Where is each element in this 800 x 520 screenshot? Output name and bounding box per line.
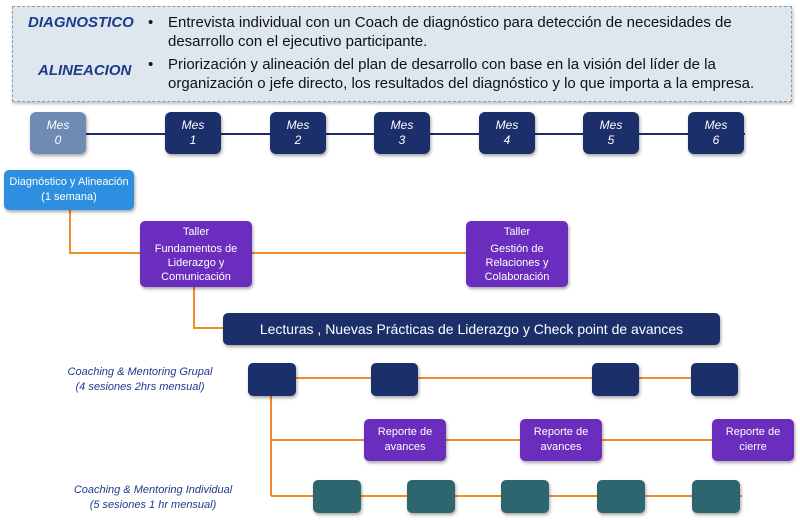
month-number: 3 <box>398 133 406 147</box>
taller-line2: Liderazgo y <box>167 257 225 269</box>
month-number: 2 <box>294 133 302 147</box>
taller-title: Taller <box>503 226 531 238</box>
individual-caption-line1: Coaching & Mentoring Individual <box>73 484 233 496</box>
month-number: 0 <box>54 133 62 147</box>
month-label: Mes <box>286 118 310 132</box>
individual-caption-line2: (5 sesiones 1 hr mensual) <box>89 499 217 511</box>
grupal-caption-line2: (4 sesiones 2hrs mensual) <box>75 381 205 393</box>
reporte-avances-1: Reporte de avances <box>364 419 446 461</box>
month-4: Mes 4 <box>479 112 535 154</box>
taller-title: Taller <box>182 226 210 238</box>
lecturas-bar: Lecturas , Nuevas Prácticas de Liderazgo… <box>223 313 720 345</box>
reporte-line2: avances <box>540 441 582 453</box>
individual-session-5 <box>692 480 740 513</box>
reporte-line1: Reporte de <box>533 426 589 438</box>
bullet-dot: • <box>148 14 154 31</box>
taller-line2: Relaciones y <box>485 257 549 269</box>
connector-taller-lecturas <box>193 287 223 329</box>
taller-gestion-box: Taller Gestión de Relaciones y Colaborac… <box>466 221 568 287</box>
month-label: Mes <box>181 118 205 132</box>
grupal-session-1 <box>248 363 296 396</box>
month-label: Mes <box>704 118 728 132</box>
diagnostico-box-line1: Diagnóstico y Alineación <box>9 176 129 188</box>
individual-session-2 <box>407 480 455 513</box>
month-label: Mes <box>495 118 519 132</box>
individual-session-4 <box>597 480 645 513</box>
grupal-session-2 <box>371 363 418 396</box>
diagnostico-alineacion-box: Diagnóstico y Alineación (1 semana) <box>4 170 134 210</box>
grupal-caption-line1: Coaching & Mentoring Grupal <box>67 366 213 378</box>
diagnostico-label: DIAGNOSTICO <box>28 14 134 31</box>
reporte-line1: Reporte de <box>377 426 433 438</box>
bullet-diagnostico-text: Entrevista individual con un Coach de di… <box>168 14 732 50</box>
month-label: Mes <box>599 118 623 132</box>
header-panel <box>12 6 792 102</box>
month-3: Mes 3 <box>374 112 430 154</box>
month-number: 1 <box>189 133 197 147</box>
month-number: 6 <box>712 133 720 147</box>
taller-line3: Colaboración <box>484 271 550 283</box>
reporte-cierre: Reporte de cierre <box>712 419 794 461</box>
taller-fundamentos-box: Taller Fundamentos de Liderazgo y Comuni… <box>140 221 252 287</box>
grupal-session-4 <box>691 363 738 396</box>
bullet-dot: • <box>148 56 154 73</box>
individual-session-3 <box>501 480 549 513</box>
individual-session-1 <box>313 480 361 513</box>
taller-line3: Comunicación <box>161 271 231 283</box>
bullet-alineacion-text: Priorización y alineación del plan de de… <box>168 56 755 92</box>
coaching-individual-caption: Coaching & Mentoring Individual (5 sesio… <box>48 483 258 513</box>
bullet-diagnostico: • Entrevista individual con un Coach de … <box>148 13 778 53</box>
taller-line1: Fundamentos de <box>154 243 238 255</box>
reporte-line1: Reporte de <box>725 426 781 438</box>
connector-diag-taller <box>69 210 140 254</box>
bullet-alineacion: • Priorización y alineación del plan de … <box>148 55 778 95</box>
taller-line1: Gestión de <box>490 243 544 255</box>
reporte-line2: cierre <box>739 441 767 453</box>
coaching-grupal-caption: Coaching & Mentoring Grupal (4 sesiones … <box>40 365 240 395</box>
month-1: Mes 1 <box>165 112 221 154</box>
month-number: 4 <box>503 133 511 147</box>
grupal-session-3 <box>592 363 639 396</box>
reporte-line2: avances <box>384 441 426 453</box>
month-0: Mes 0 <box>30 112 86 154</box>
month-label: Mes <box>390 118 414 132</box>
alineacion-label: ALINEACION <box>38 62 132 79</box>
month-label: Mes <box>46 118 70 132</box>
reporte-avances-2: Reporte de avances <box>520 419 602 461</box>
month-6: Mes 6 <box>688 112 744 154</box>
month-5: Mes 5 <box>583 112 639 154</box>
month-number: 5 <box>607 133 615 147</box>
diagnostico-box-line2: (1 semana) <box>41 191 97 203</box>
month-2: Mes 2 <box>270 112 326 154</box>
